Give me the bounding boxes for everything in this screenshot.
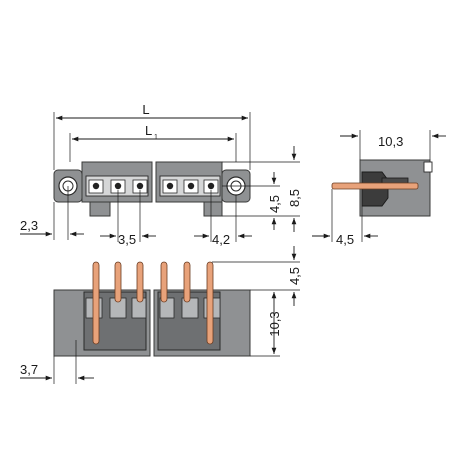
dim-L1: L bbox=[145, 123, 152, 138]
front-view: L L 1 8,5 4,5 2,3 3,5 4,2 bbox=[20, 102, 302, 247]
pin-4 bbox=[160, 261, 168, 303]
side-view: 10,3 4,5 bbox=[312, 130, 446, 247]
dim-8-5: 8,5 bbox=[287, 189, 302, 207]
dim-3-7: 3,7 bbox=[20, 362, 38, 377]
dim-4-5-top: 4,5 bbox=[267, 195, 282, 213]
dim-3-5: 3,5 bbox=[118, 232, 136, 247]
top-view-pins bbox=[92, 261, 214, 345]
dim-10-3-bottom: 10,3 bbox=[267, 311, 282, 336]
pin-6 bbox=[206, 261, 214, 345]
side-pin bbox=[331, 182, 419, 190]
pin-2 bbox=[114, 261, 122, 303]
top-view: 4,5 10,3 3,7 bbox=[20, 246, 302, 384]
pin-3 bbox=[136, 261, 144, 303]
dim-4-5-bottom: 4,5 bbox=[287, 267, 302, 285]
front-latch-left bbox=[89, 201, 111, 217]
dim-L1-subscript: 1 bbox=[154, 134, 158, 141]
dim-10-3-side: 10,3 bbox=[378, 134, 403, 149]
dim-4-5-side: 4,5 bbox=[336, 232, 354, 247]
front-latch-right bbox=[203, 201, 223, 217]
pin-1 bbox=[92, 261, 100, 345]
dim-2-3: 2,3 bbox=[20, 218, 38, 233]
contact-windows-left bbox=[85, 175, 149, 197]
pin-5 bbox=[183, 261, 191, 303]
dim-4-2: 4,2 bbox=[212, 232, 230, 247]
dim-L: L bbox=[142, 102, 149, 117]
